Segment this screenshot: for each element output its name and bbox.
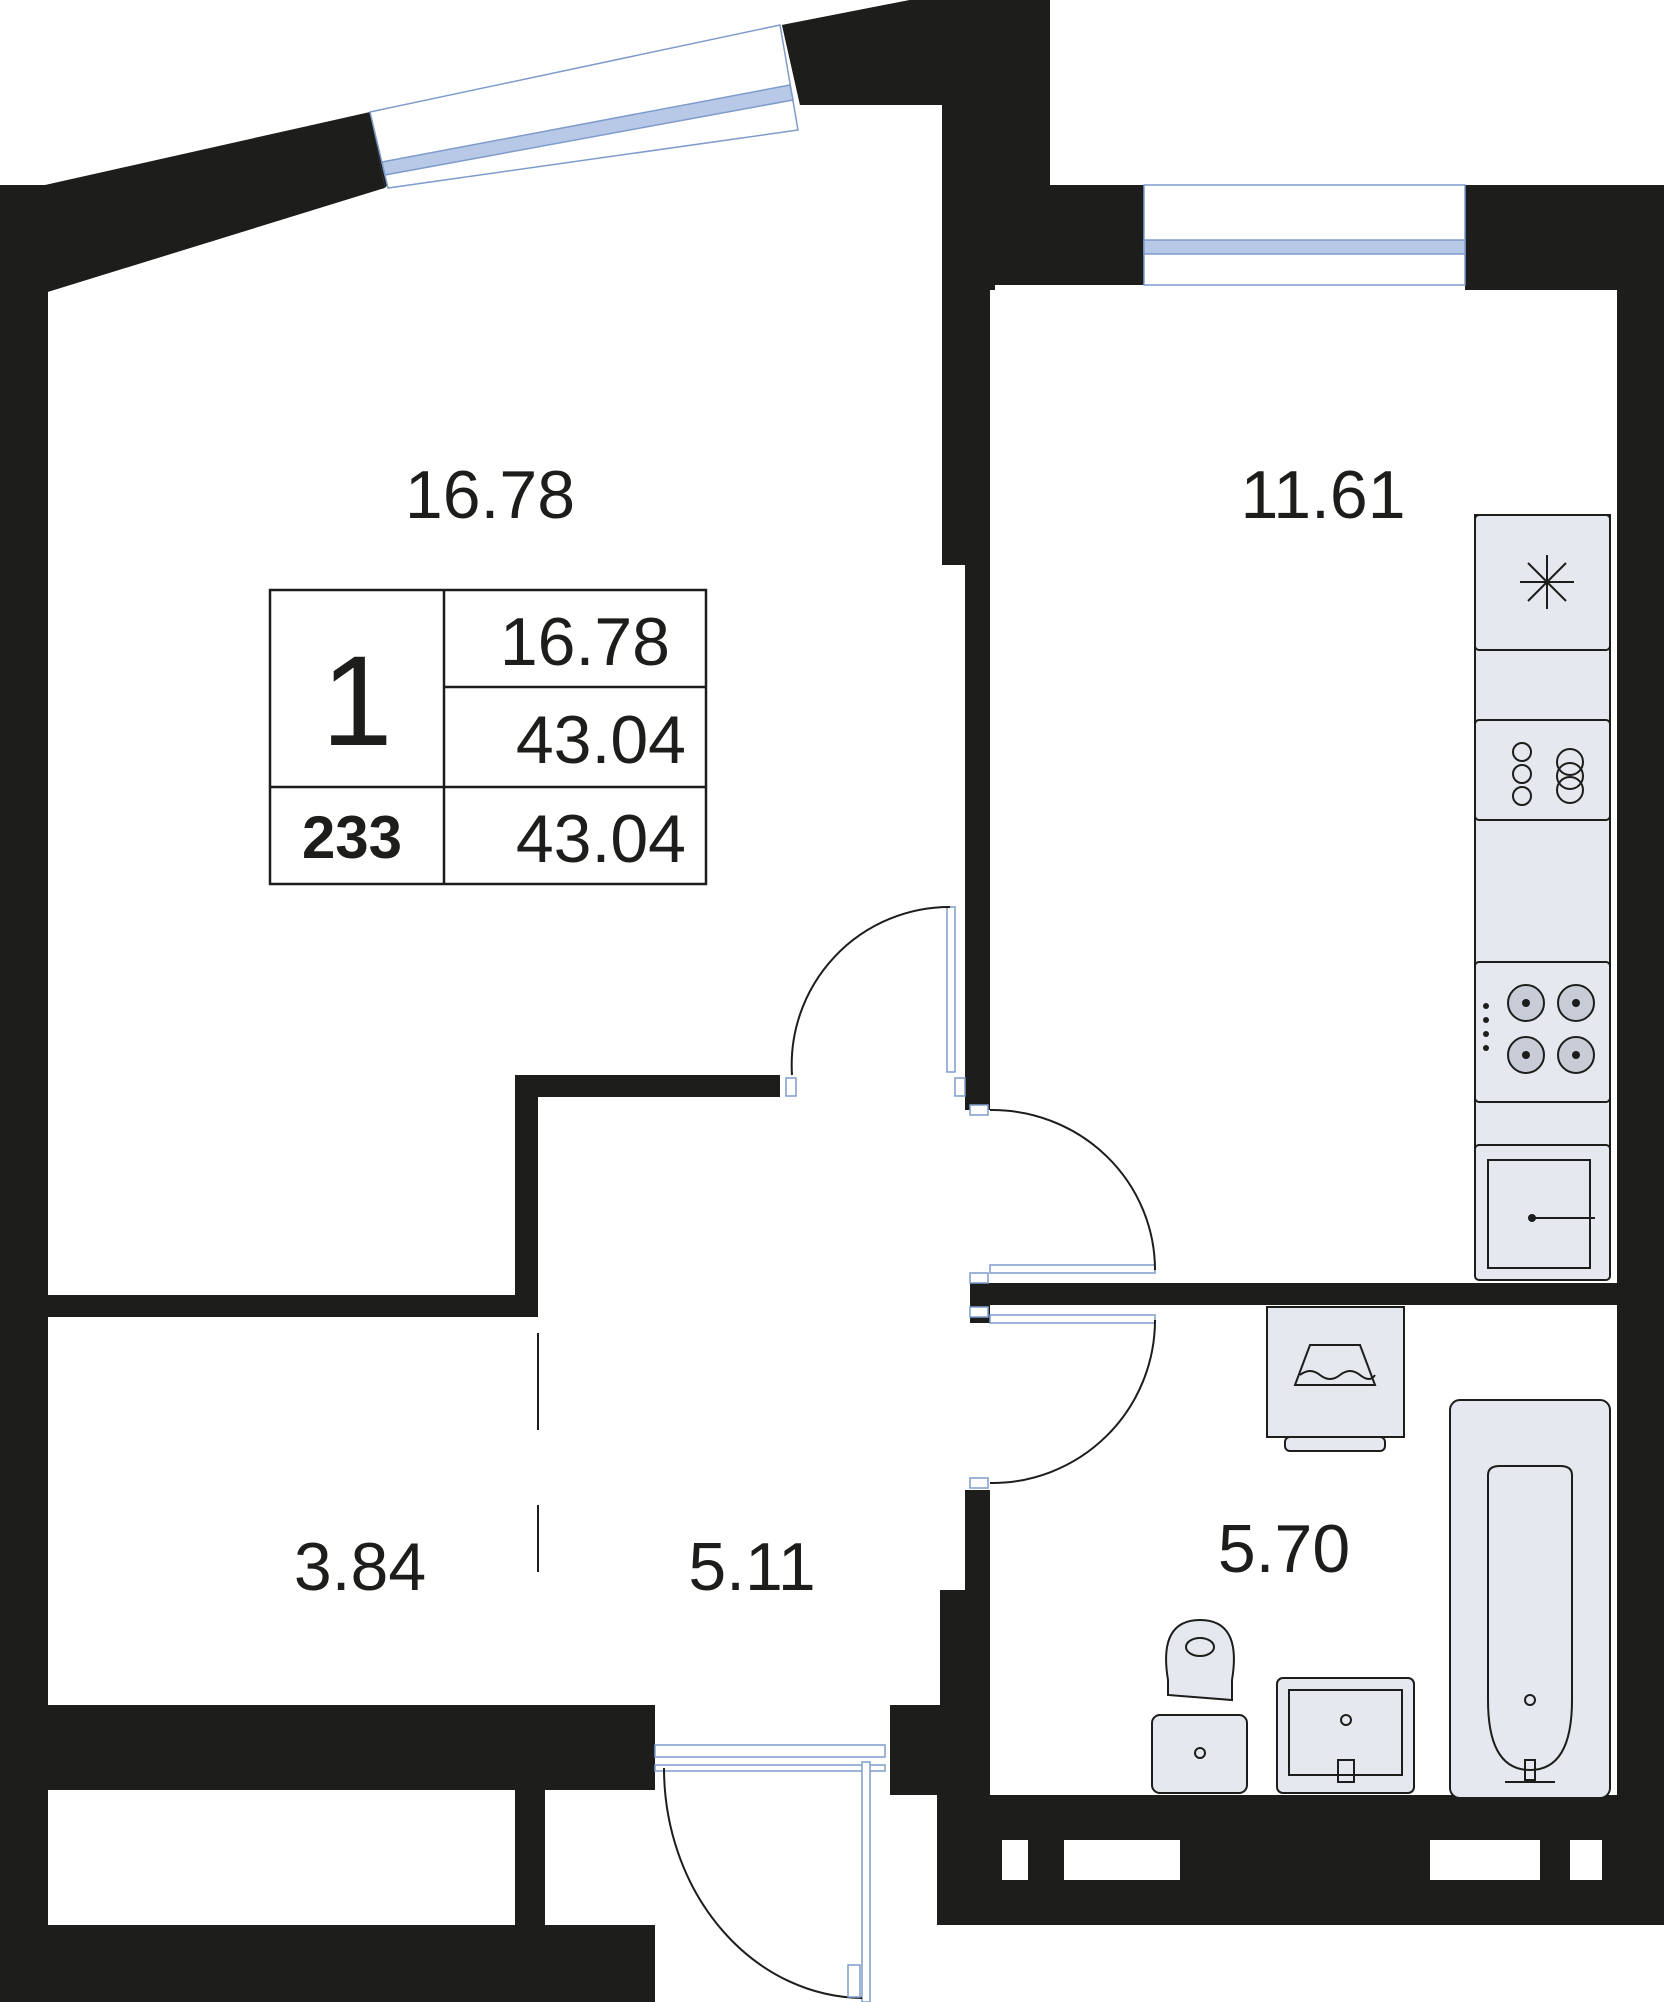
bathtub-basin	[1487, 1465, 1573, 1772]
door-kitchen-leaf	[989, 1264, 1156, 1274]
summary-area: 43.04	[516, 801, 686, 877]
room-area-kitchen: 11.61	[1240, 457, 1405, 533]
balcony-floor-overlay-2	[545, 1790, 655, 1925]
window-kitchen-frame	[1143, 184, 1466, 286]
oven-knobs-icon	[1512, 742, 1584, 806]
door-bathroom-leaf	[989, 1314, 1156, 1324]
door-entrance	[654, 1700, 890, 2002]
oven-icon	[1474, 719, 1611, 821]
summary-living-area: 16.78	[500, 604, 670, 680]
door-living-jamb	[785, 1077, 797, 1097]
bath-wall-south	[990, 1795, 1664, 1840]
bathtub-icon	[1449, 1399, 1611, 1799]
wall-living-kitchen-overlay	[965, 565, 990, 1110]
washbasin-icon	[1276, 1677, 1415, 1794]
washbasin-bowl	[1288, 1689, 1403, 1776]
door-kitchen	[969, 1104, 1156, 1284]
door-bathroom-swing	[989, 1319, 1156, 1485]
door-bathroom-jamb-2	[969, 1477, 989, 1489]
walls-overlay	[0, 565, 1664, 1925]
room-labels: 16.78 11.61 3.84 5.11 5.70	[294, 457, 1406, 1605]
window-living-glass	[381, 84, 794, 176]
outer-wall-west-lower	[0, 1290, 48, 1750]
door-living	[785, 905, 966, 1097]
south-wall-mid-overlay	[890, 1705, 990, 1795]
wall-hall-east-lower-overlay	[940, 1590, 990, 1710]
balcony-partition	[515, 1790, 545, 1925]
washing-machine-wave	[1299, 1370, 1376, 1380]
sink-basin	[1487, 1159, 1591, 1269]
washbasin-tap	[1337, 1759, 1355, 1783]
washing-machine-drum	[1293, 1344, 1377, 1386]
snowflake-icon	[1520, 555, 1574, 609]
washing-machine-base	[1284, 1436, 1386, 1452]
room-area-bathroom: 5.70	[1218, 1511, 1350, 1587]
summary-total-area: 43.04	[516, 702, 686, 778]
entrance-door-threshold	[654, 1764, 886, 1772]
room-area-storage: 3.84	[294, 1529, 426, 1605]
room-area-hall: 5.11	[688, 1529, 815, 1605]
summary-rooms-count: 1	[321, 630, 392, 773]
south-wall-block-3	[1180, 1840, 1430, 1880]
toilet-icon	[1151, 1618, 1248, 1794]
kitchen-fixtures	[1474, 514, 1611, 1281]
summary-table: 1 16.78 43.04 233 43.04	[268, 588, 708, 886]
wall-hall-west-overlay	[515, 1075, 538, 1317]
balcony-floor-overlay	[48, 1790, 515, 1925]
door-bathroom-jamb	[969, 1306, 989, 1318]
south-wall-block-4	[1540, 1840, 1570, 1880]
door-kitchen-jamb-2	[969, 1272, 989, 1284]
door-bathroom	[969, 1306, 1156, 1489]
bathtub-drain	[1524, 1694, 1536, 1706]
wall-kitchen-bath-overlay	[970, 1283, 1664, 1305]
summary-table-frame	[268, 588, 708, 886]
room-floors	[48, 105, 1617, 1925]
window-kitchen-glass	[1143, 239, 1466, 255]
entrance-door-frame	[654, 1744, 886, 1758]
door-living-swing	[790, 905, 951, 1076]
outer-wall-east	[1617, 185, 1664, 1925]
room-area-living: 16.78	[405, 457, 575, 533]
balcony-wall-south	[0, 1925, 655, 2002]
south-wall-block-1	[990, 1840, 1002, 1880]
wall-living-storage-overlay	[48, 1295, 538, 1317]
washbasin-drain	[1340, 1714, 1352, 1726]
hob-burners-icon	[1483, 984, 1595, 1074]
summary-apartment-number: 233	[302, 804, 402, 871]
door-kitchen-jamb	[969, 1104, 989, 1116]
entrance-door-swing	[663, 1767, 863, 1999]
window-living	[369, 24, 799, 189]
door-living-leaf	[946, 906, 956, 1073]
bathroom-fixtures	[1151, 1306, 1611, 1799]
washing-machine-icon	[1266, 1306, 1405, 1438]
hob-icon	[1474, 961, 1611, 1103]
hall-floor-2	[538, 1097, 940, 1590]
sink-icon	[1474, 1144, 1611, 1281]
south-wall-block-2	[1028, 1840, 1064, 1880]
sink-drain	[1528, 1214, 1536, 1222]
wall-hall-north-overlay	[515, 1075, 780, 1097]
window-kitchen	[1143, 184, 1466, 286]
entrance-door-stop	[847, 1964, 861, 1998]
door-living-jamb-2	[954, 1077, 966, 1097]
south-wall-block-5	[1602, 1840, 1664, 1880]
entrance-door-leaf	[861, 1761, 871, 2002]
outer-wall-south-bottom	[937, 1880, 1664, 1925]
bathtub-tap	[1524, 1759, 1536, 1781]
door-kitchen-swing	[989, 1108, 1156, 1271]
south-wall-overlay	[0, 1705, 655, 1790]
outer-wall-west	[0, 112, 385, 1295]
